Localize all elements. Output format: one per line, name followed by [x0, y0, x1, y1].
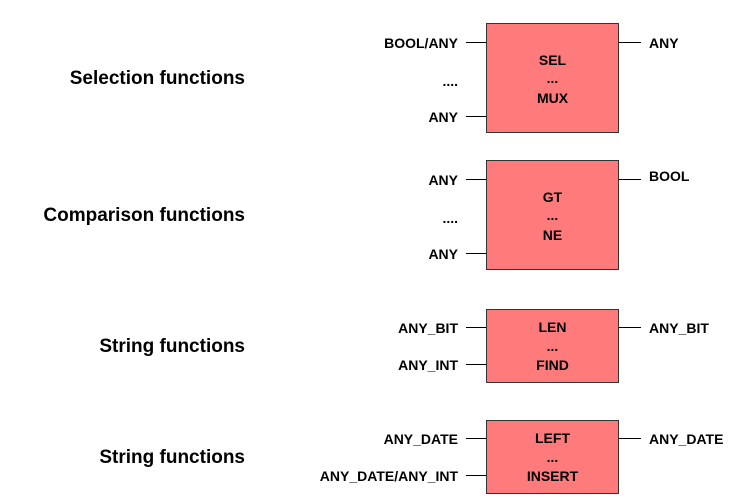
output-pin: [619, 42, 641, 43]
function-block: LEFT ... INSERT: [486, 420, 619, 494]
block-bottom-label: MUX: [536, 90, 569, 106]
block-ellipsis: ...: [546, 449, 559, 465]
block-top-label: GT: [542, 189, 563, 205]
input-pin: [466, 116, 486, 117]
group-title: Selection functions: [69, 68, 245, 89]
input-pin: [466, 475, 486, 476]
group-title: String functions: [99, 336, 245, 357]
output-pin: [619, 179, 641, 180]
input-label: ANY: [428, 246, 458, 262]
block-top-label: LEFT: [535, 430, 570, 446]
input-pin: [466, 42, 486, 43]
block-ellipsis: ...: [546, 70, 559, 86]
block-ellipsis: ...: [546, 207, 559, 223]
input-label: BOOL/ANY: [384, 35, 458, 51]
input-pin: [466, 438, 486, 439]
input-pin: [466, 253, 486, 254]
block-ellipsis: ...: [546, 338, 559, 354]
input-label: ANY_DATE/ANY_INT: [319, 468, 458, 484]
group-title: String functions: [99, 447, 245, 468]
input-label: ANY: [428, 172, 458, 188]
input-pin: [466, 179, 486, 180]
function-block: GT ... NE: [486, 160, 619, 270]
function-block: SEL ... MUX: [486, 23, 619, 133]
function-block: LEN ... FIND: [486, 309, 619, 383]
input-label: ANY_BIT: [398, 320, 458, 336]
output-pin: [619, 327, 641, 328]
block-top-label: LEN: [538, 319, 567, 335]
output-label: BOOL: [649, 168, 690, 184]
block-bottom-label: NE: [542, 227, 563, 243]
input-label: ANY_DATE: [383, 431, 458, 447]
output-label: ANY_BIT: [649, 320, 709, 336]
input-pin: [466, 327, 486, 328]
input-label: ....: [442, 210, 458, 226]
input-label: ....: [442, 73, 458, 89]
input-label: ANY: [428, 109, 458, 125]
group-title: Comparison functions: [43, 205, 245, 226]
output-label: ANY_DATE: [649, 431, 724, 447]
output-pin: [619, 438, 641, 439]
block-bottom-label: FIND: [536, 357, 569, 373]
block-bottom-label: INSERT: [526, 468, 579, 484]
output-label: ANY: [649, 35, 679, 51]
block-top-label: SEL: [538, 52, 567, 68]
input-label: ANY_INT: [398, 357, 458, 373]
input-pin: [466, 364, 486, 365]
